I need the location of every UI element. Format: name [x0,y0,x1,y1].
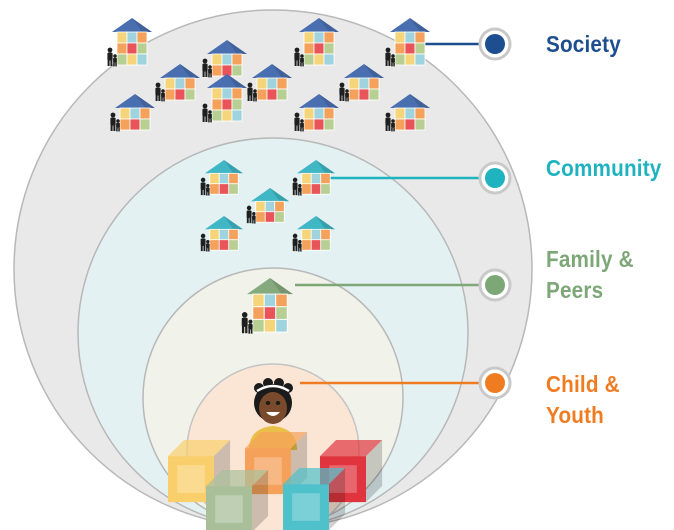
people-icon [107,47,117,67]
family-peers-label: Family & Peers [546,244,634,306]
society-connector [420,27,512,61]
toy-block-icon [206,470,269,530]
house-icon [246,188,289,224]
child-label-line2: Youth [546,402,605,428]
house-icon [339,64,384,102]
house-icon [107,18,152,67]
family-label-line2: Peers [546,277,604,303]
house-icon [247,64,292,102]
family-connector [295,268,512,302]
house-icon [385,94,430,132]
child-label-line1: Child & [546,371,620,397]
toy-block-icon [320,440,383,503]
house-icon [385,18,430,67]
community-label: Community [546,153,661,184]
house-icon [110,94,155,132]
house-icon [202,74,247,123]
house-icon [155,64,200,102]
house-icon [294,18,339,67]
society-label: Society [546,29,621,60]
toy-blocks-layer [168,432,383,530]
community-label-line1: Community [546,155,662,181]
toy-block-icon [283,468,346,530]
community-connector [330,161,512,195]
child-connector [300,366,512,400]
child-youth-label: Child & Youth [546,369,620,431]
society-label-line1: Society [546,31,621,57]
house-icon [202,40,247,78]
family-label-line1: Family & [546,246,634,272]
house-icon [294,94,339,132]
